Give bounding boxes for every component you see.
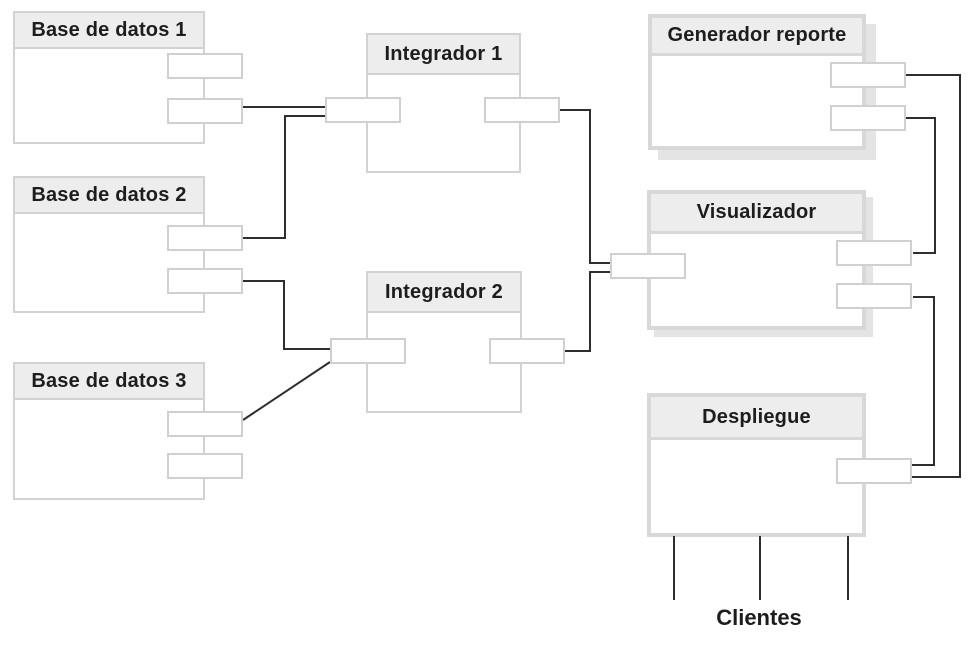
connector-gen-to-desp [906, 74, 961, 478]
port-int1-port-out [484, 97, 560, 123]
connector-bd2-to-int2 [243, 280, 330, 350]
port-bd1-port-2 [167, 98, 243, 124]
component-title-despliegue: Despliegue [651, 397, 862, 440]
port-vis-port-in [610, 253, 686, 279]
port-gen-port-1 [830, 62, 906, 88]
port-gen-port-2 [830, 105, 906, 131]
connector-int1-to-vis [560, 109, 610, 264]
clients-caption: Clientes [716, 605, 802, 630]
component-visualizador: Visualizador [647, 190, 866, 330]
component-title-base-datos-2: Base de datos 2 [15, 178, 203, 214]
component-title-integrador-1: Integrador 1 [368, 35, 519, 75]
port-bd3-port-1 [167, 411, 243, 437]
component-title-generador-reporte: Generador reporte [652, 18, 862, 56]
port-bd2-port-2 [167, 268, 243, 294]
port-int1-port-in [325, 97, 401, 123]
port-int2-port-in [330, 338, 406, 364]
connector-bd2-to-int1 [243, 115, 325, 239]
port-bd1-port-1 [167, 53, 243, 79]
component-despliegue: Despliegue [647, 393, 866, 537]
port-bd2-port-1 [167, 225, 243, 251]
port-vis-port-out-1 [836, 240, 912, 266]
port-bd3-port-2 [167, 453, 243, 479]
component-generador-reporte: Generador reporte [648, 14, 866, 150]
connector-vis-to-desp [912, 296, 935, 466]
component-title-integrador-2: Integrador 2 [368, 273, 520, 313]
connector-gen-to-vis [906, 117, 936, 254]
port-vis-port-out-2 [836, 283, 912, 309]
port-desp-port [836, 458, 912, 484]
component-title-visualizador: Visualizador [651, 194, 862, 234]
component-integrador-1: Integrador 1 [366, 33, 521, 173]
port-int2-port-out [489, 338, 565, 364]
component-title-base-datos-1: Base de datos 1 [15, 13, 203, 49]
connector-bd3-to-int2 [242, 361, 331, 421]
connector-int2-to-vis [565, 271, 610, 352]
component-title-base-datos-3: Base de datos 3 [15, 364, 203, 400]
